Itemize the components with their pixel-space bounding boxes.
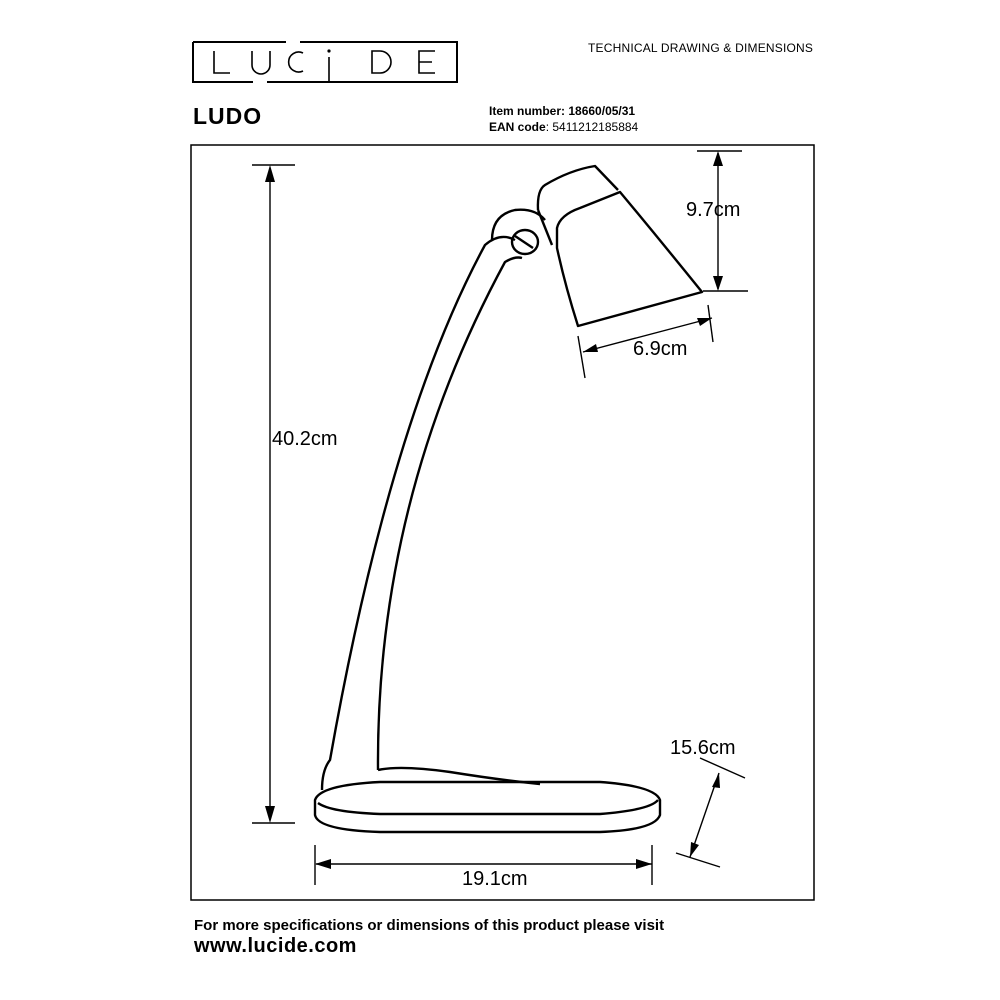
lucide-logo bbox=[192, 41, 458, 83]
ean-code: EAN code: 5411212185884 bbox=[489, 120, 639, 134]
item-number-value: 18660/05/31 bbox=[568, 104, 636, 118]
dimension-arrowheads bbox=[265, 151, 723, 869]
dimension-base-width: 19.1cm bbox=[462, 868, 528, 890]
dimension-lines bbox=[252, 150, 748, 885]
footer-text: For more specifications or dimensions of… bbox=[194, 917, 665, 934]
lamp-illustration bbox=[313, 164, 704, 834]
item-number-label: Item number: bbox=[489, 104, 566, 118]
product-name: LUDO bbox=[193, 103, 263, 129]
ean-label: EAN code bbox=[489, 120, 546, 134]
dimension-head-width: 6.9cm bbox=[633, 338, 688, 360]
item-number: Item number: 18660/05/31 bbox=[489, 104, 635, 118]
footer-website-link[interactable]: www.lucide.com bbox=[194, 935, 357, 957]
dimension-head-height: 9.7cm bbox=[686, 199, 741, 221]
dimension-height-total: 40.2cm bbox=[272, 428, 338, 451]
ean-value: 5411212185884 bbox=[552, 120, 639, 134]
document-title: TECHNICAL DRAWING & DIMENSIONS bbox=[588, 41, 814, 55]
drawing-frame bbox=[190, 144, 815, 901]
dimension-base-depth: 15.6cm bbox=[670, 737, 736, 759]
